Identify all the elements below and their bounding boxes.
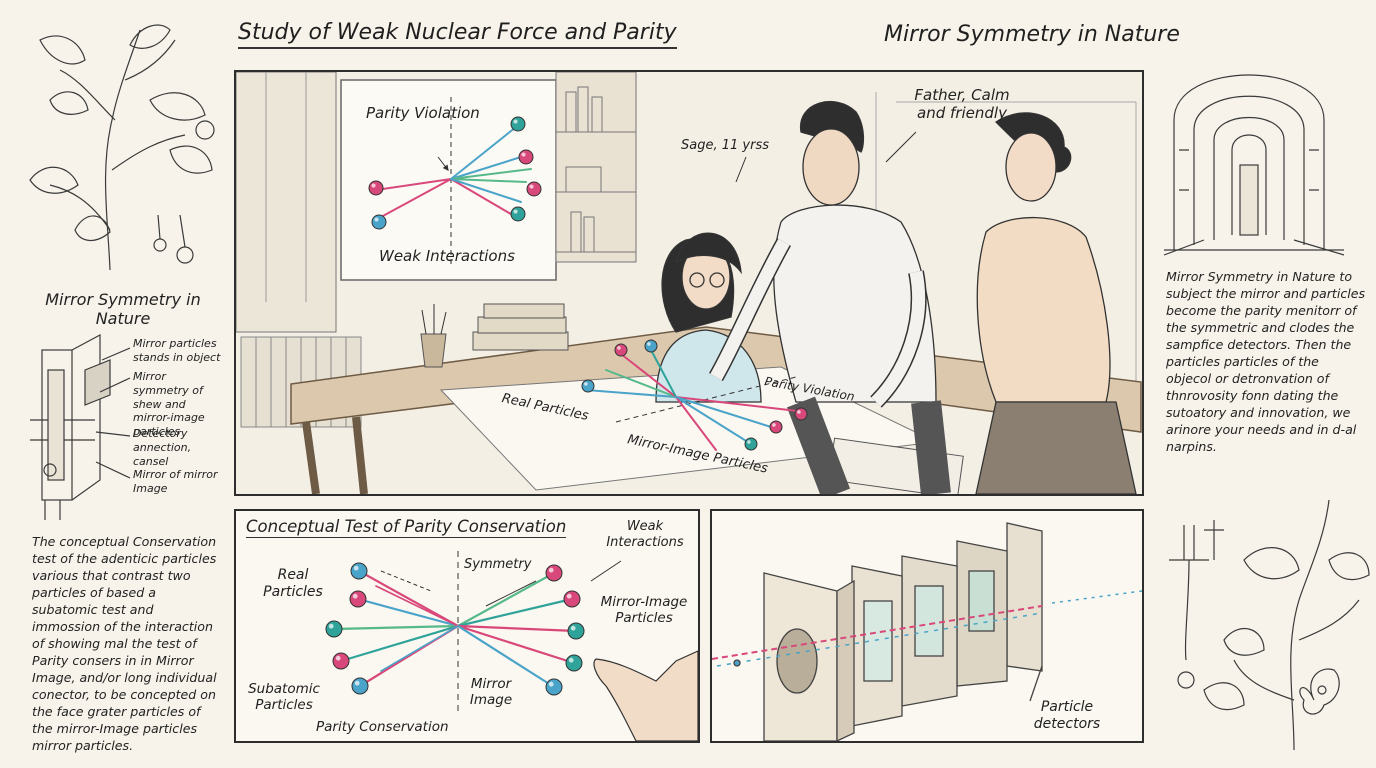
particle-track — [456, 571, 556, 628]
particle-track — [339, 624, 460, 663]
particle-track — [675, 396, 807, 413]
particle — [644, 339, 658, 353]
pointing-hand — [593, 650, 698, 741]
test-panel-title: Conceptual Test of Parity Conservation — [246, 517, 567, 538]
particle — [545, 564, 563, 582]
particle — [371, 214, 387, 230]
particle-track — [450, 168, 532, 180]
particle — [581, 379, 595, 393]
particle — [351, 677, 369, 695]
particle — [325, 620, 343, 638]
particle-track — [380, 625, 459, 672]
whiteboard-particle-diagram — [368, 97, 542, 267]
parity-conservation-label: Parity Conservation — [316, 719, 449, 735]
particle-track — [450, 178, 517, 218]
particle-track — [375, 178, 452, 191]
right-sidebar: Mirror Symmetry in Nature to subject the… — [1144, 0, 1376, 768]
particle — [567, 622, 585, 640]
particle-track — [456, 597, 574, 628]
callout-3: Detectory annection, cansel — [133, 427, 192, 468]
particle-track — [620, 353, 677, 398]
callout-4: Mirror of mirror Image — [133, 468, 218, 495]
particle — [545, 678, 563, 696]
whiteboard-parity-label: Parity Violation — [366, 104, 480, 122]
particle-track — [450, 178, 522, 203]
test-panel: Conceptual Test of Parity Conservation R… — [234, 509, 700, 743]
particle — [332, 652, 350, 670]
particle-track — [675, 396, 772, 428]
particle-track — [456, 624, 578, 633]
particle-track — [650, 349, 677, 398]
particle-track — [375, 585, 459, 627]
particle — [510, 116, 526, 132]
particle-track — [675, 396, 717, 451]
particle — [794, 407, 808, 421]
mirror-image-particles-label: Mirror-Image Particles — [600, 594, 688, 627]
symmetry-label: Symmetry — [464, 557, 532, 572]
detector-panel: Particle detectors — [710, 509, 1144, 743]
flower-sketch-icon — [1169, 499, 1370, 751]
particle — [518, 149, 534, 165]
particle-track — [356, 597, 460, 628]
particle-track — [450, 156, 522, 180]
particle-track — [450, 178, 527, 183]
real-particles-label: Real Particles — [263, 567, 323, 600]
left-paragraph: The conceptual Conservation test of the … — [32, 534, 217, 753]
particle — [769, 420, 783, 434]
particle — [368, 180, 384, 196]
particle-track — [456, 624, 576, 665]
main-title: Study of Weak Nuclear Force and Parity — [238, 20, 677, 49]
particle — [349, 590, 367, 608]
right-paragraph: Mirror Symmetry in Nature to subject the… — [1166, 269, 1366, 454]
particle-track — [332, 624, 460, 631]
father-label: Father, Calm and friendly — [914, 86, 1010, 122]
particle — [565, 654, 583, 672]
right-title: Mirror Symmetry in Nature — [884, 22, 1180, 47]
particle — [350, 562, 368, 580]
weak-interactions-label: Weak Interactions — [606, 519, 684, 550]
arch-corridor-icon — [1163, 74, 1370, 751]
particle-track — [450, 126, 517, 180]
subatomic-particles-label: Subatomic Particles — [248, 681, 320, 714]
particle — [526, 181, 542, 197]
child-label: Sage, 11 yrss — [681, 138, 769, 153]
particle — [614, 343, 628, 357]
particle-track — [456, 624, 556, 689]
particle-track — [380, 178, 452, 218]
mirror-apparatus-icon — [30, 333, 131, 520]
particle-track — [357, 569, 460, 628]
scene-panel: Parity Violation Weak Interactions Sage,… — [234, 70, 1144, 496]
left-sidebar: Mirror Symmetry in Nature Mirror particl… — [0, 0, 232, 768]
table-particle-diagram — [581, 339, 808, 451]
particle-detectors-label: Particle detectors — [1033, 699, 1101, 732]
particle — [744, 437, 758, 451]
particle-detectors-illustration — [712, 522, 1142, 741]
plant-sketch-icon — [29, 24, 215, 520]
particle — [510, 206, 526, 222]
particle-track — [675, 396, 752, 445]
parity-test-diagram — [325, 551, 698, 741]
particle — [563, 590, 581, 608]
particle-track — [605, 369, 677, 398]
mirror-image-label: Mirror Image — [469, 676, 513, 709]
left-heading: Mirror Symmetry in Nature — [45, 290, 201, 329]
callout-1: Mirror particles stands in object — [133, 337, 221, 364]
scene-illustration — [236, 72, 1142, 494]
particle-track — [585, 389, 677, 398]
whiteboard-weak-label: Weak Interactions — [379, 247, 515, 265]
callout-2: Mirror symmetry of shew and mirror-image… — [133, 370, 205, 438]
